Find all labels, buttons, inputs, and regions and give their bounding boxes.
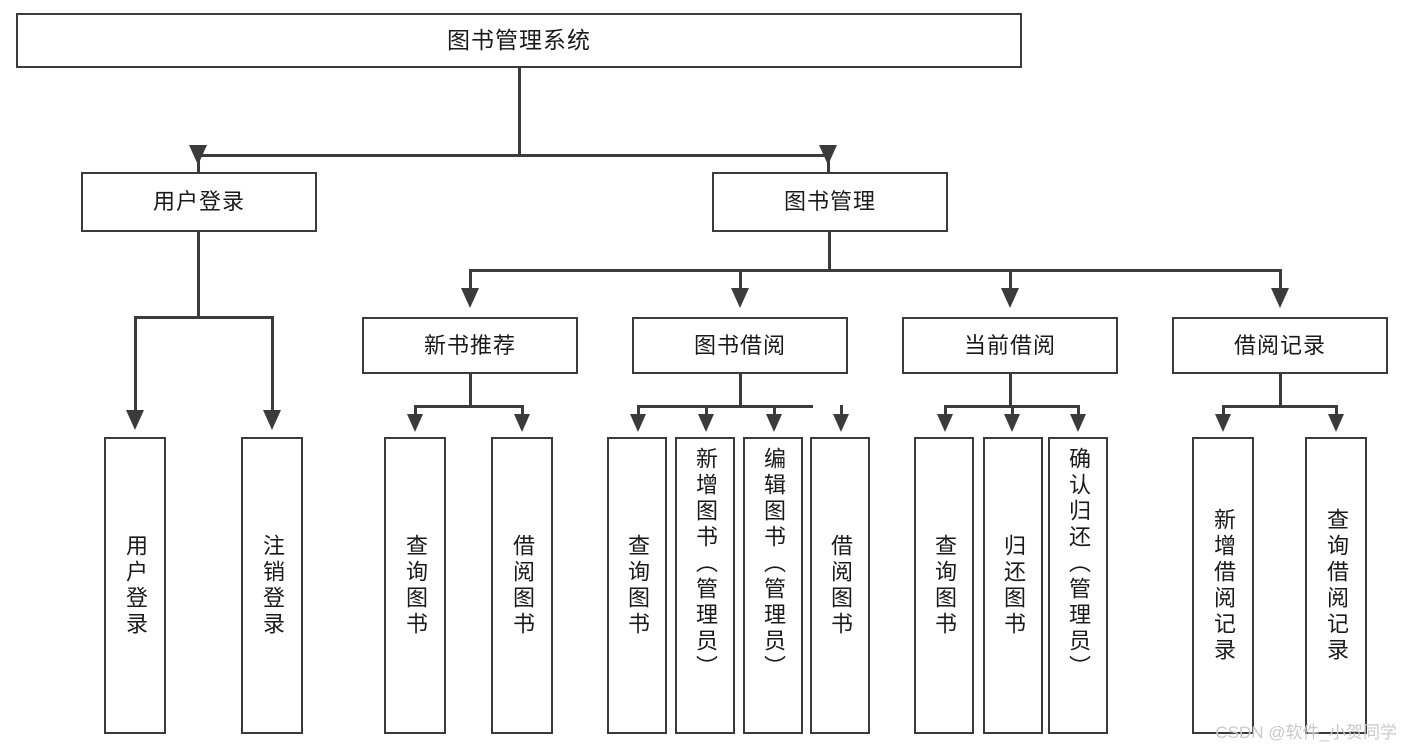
leaf-bb-borrow-book[interactable]: 借阅图书: [810, 437, 870, 734]
node-label: 编辑图书（管理员）: [761, 447, 786, 681]
leaf-logout[interactable]: 注销登录: [241, 437, 303, 734]
leaf-user-login[interactable]: 用户登录: [104, 437, 166, 734]
connector-nbr-drop-2: [521, 405, 524, 417]
arrow-to-cb-leaf-2: [1004, 414, 1020, 432]
node-label: 借阅图书: [828, 533, 853, 638]
arrow-to-bb-leaf-3: [766, 414, 782, 432]
arrow-to-book-borrow: [731, 288, 749, 308]
node-label: 借阅记录: [1233, 332, 1326, 358]
connector-br-drop-2: [1335, 405, 1338, 417]
node-label: 用户登录: [152, 189, 245, 215]
node-label: 确认归还（管理员）: [1066, 447, 1091, 681]
connector-level3-drop-1: [469, 269, 472, 293]
leaf-bb-query-book[interactable]: 查询图书: [607, 437, 667, 734]
node-label: 当前借阅: [963, 332, 1056, 358]
node-label: 用户登录: [123, 533, 148, 638]
connector-br-stem: [1279, 374, 1282, 408]
node-label: 查询图书: [625, 533, 650, 638]
arrow-to-nbr-leaf-2: [514, 414, 530, 432]
node-label: 图书管理: [783, 189, 876, 215]
leaf-bb-add-book-admin[interactable]: 新增图书（管理员）: [675, 437, 735, 734]
connector-nbr-drop-1: [414, 405, 417, 417]
node-label: 图书借阅: [693, 332, 786, 358]
node-current-borrow[interactable]: 当前借阅: [902, 317, 1118, 374]
arrow-to-current-borrow: [1001, 288, 1019, 308]
node-label: 查询借阅记录: [1324, 507, 1349, 664]
arrow-to-borrow-record: [1271, 288, 1289, 308]
connector-level2-bus: [197, 154, 830, 157]
connector-drop-book-management: [827, 154, 830, 185]
connector-cb-stem: [1009, 374, 1012, 408]
connector-br-drop-1: [1222, 405, 1225, 417]
node-label: 新书推荐: [423, 332, 516, 358]
connector-drop-user-login: [197, 154, 200, 185]
arrow-to-bb-leaf-1: [630, 414, 646, 432]
connector-root-stem: [518, 68, 521, 156]
connector-user-login-drop-1: [134, 316, 137, 414]
connector-book-management-stem: [828, 232, 831, 272]
node-label: 新增图书（管理员）: [693, 447, 718, 681]
arrow-to-new-book-recommend: [461, 288, 479, 308]
arrow-to-nbr-leaf-1: [407, 414, 423, 432]
node-label: 图书管理系统: [447, 27, 591, 54]
node-borrow-record[interactable]: 借阅记录: [1172, 317, 1388, 374]
leaf-nbr-borrow-book[interactable]: 借阅图书: [491, 437, 553, 734]
leaf-cb-return-book[interactable]: 归还图书: [983, 437, 1043, 734]
connector-bb-stem: [739, 374, 742, 408]
arrow-to-bb-leaf-2: [698, 414, 714, 432]
connector-cb-drop-1: [944, 405, 947, 417]
leaf-cb-query-book[interactable]: 查询图书: [914, 437, 974, 734]
arrow-to-logout-leaf: [263, 410, 281, 430]
node-label: 新增借阅记录: [1211, 507, 1236, 664]
node-label: 查询图书: [932, 533, 957, 638]
arrow-to-cb-leaf-3: [1070, 414, 1086, 432]
node-book-management[interactable]: 图书管理: [712, 172, 948, 232]
arrow-to-br-leaf-1: [1215, 414, 1231, 432]
node-root-book-management-system[interactable]: 图书管理系统: [16, 13, 1022, 68]
arrow-to-bb-leaf-4: [833, 414, 849, 432]
connector-nbr-bus: [414, 405, 524, 408]
connector-user-login-stem: [197, 232, 200, 319]
leaf-br-add-record[interactable]: 新增借阅记录: [1192, 437, 1254, 734]
connector-level3-drop-4: [1279, 269, 1282, 293]
arrow-to-user-login-leaf: [126, 410, 144, 430]
node-book-borrow[interactable]: 图书借阅: [632, 317, 848, 374]
arrow-to-br-leaf-2: [1328, 414, 1344, 432]
node-label: 注销登录: [260, 533, 285, 638]
connector-bb-drop-4: [840, 405, 843, 417]
connector-br-bus: [1222, 405, 1338, 408]
connector-nbr-stem: [469, 374, 472, 408]
connector-bb-drop-1: [637, 405, 640, 417]
node-new-book-recommend[interactable]: 新书推荐: [362, 317, 578, 374]
node-label: 查询图书: [403, 533, 428, 638]
leaf-bb-edit-book-admin[interactable]: 编辑图书（管理员）: [743, 437, 803, 734]
arrow-to-book-management: [819, 145, 837, 165]
connector-level3-drop-2: [739, 269, 742, 293]
connector-cb-drop-3: [1077, 405, 1080, 417]
watermark-text: CSDN @软件_小贺同学: [1215, 723, 1397, 742]
node-label: 借阅图书: [510, 533, 535, 638]
connector-bb-drop-3: [773, 405, 776, 417]
node-label: 归还图书: [1001, 533, 1026, 638]
connector-user-login-drop-2: [271, 316, 274, 414]
connector-level3-bus: [469, 269, 1282, 272]
leaf-cb-confirm-return-admin[interactable]: 确认归还（管理员）: [1048, 437, 1108, 734]
connector-bb-bus: [637, 405, 813, 408]
connector-level3-drop-3: [1009, 269, 1012, 293]
leaf-br-query-record[interactable]: 查询借阅记录: [1305, 437, 1367, 734]
node-user-login[interactable]: 用户登录: [81, 172, 317, 232]
arrow-to-cb-leaf-1: [937, 414, 953, 432]
leaf-nbr-query-book[interactable]: 查询图书: [384, 437, 446, 734]
arrow-to-user-login: [189, 145, 207, 165]
connector-bb-drop-2: [705, 405, 708, 417]
connector-cb-drop-2: [1011, 405, 1014, 417]
connector-user-login-bus: [134, 316, 274, 319]
